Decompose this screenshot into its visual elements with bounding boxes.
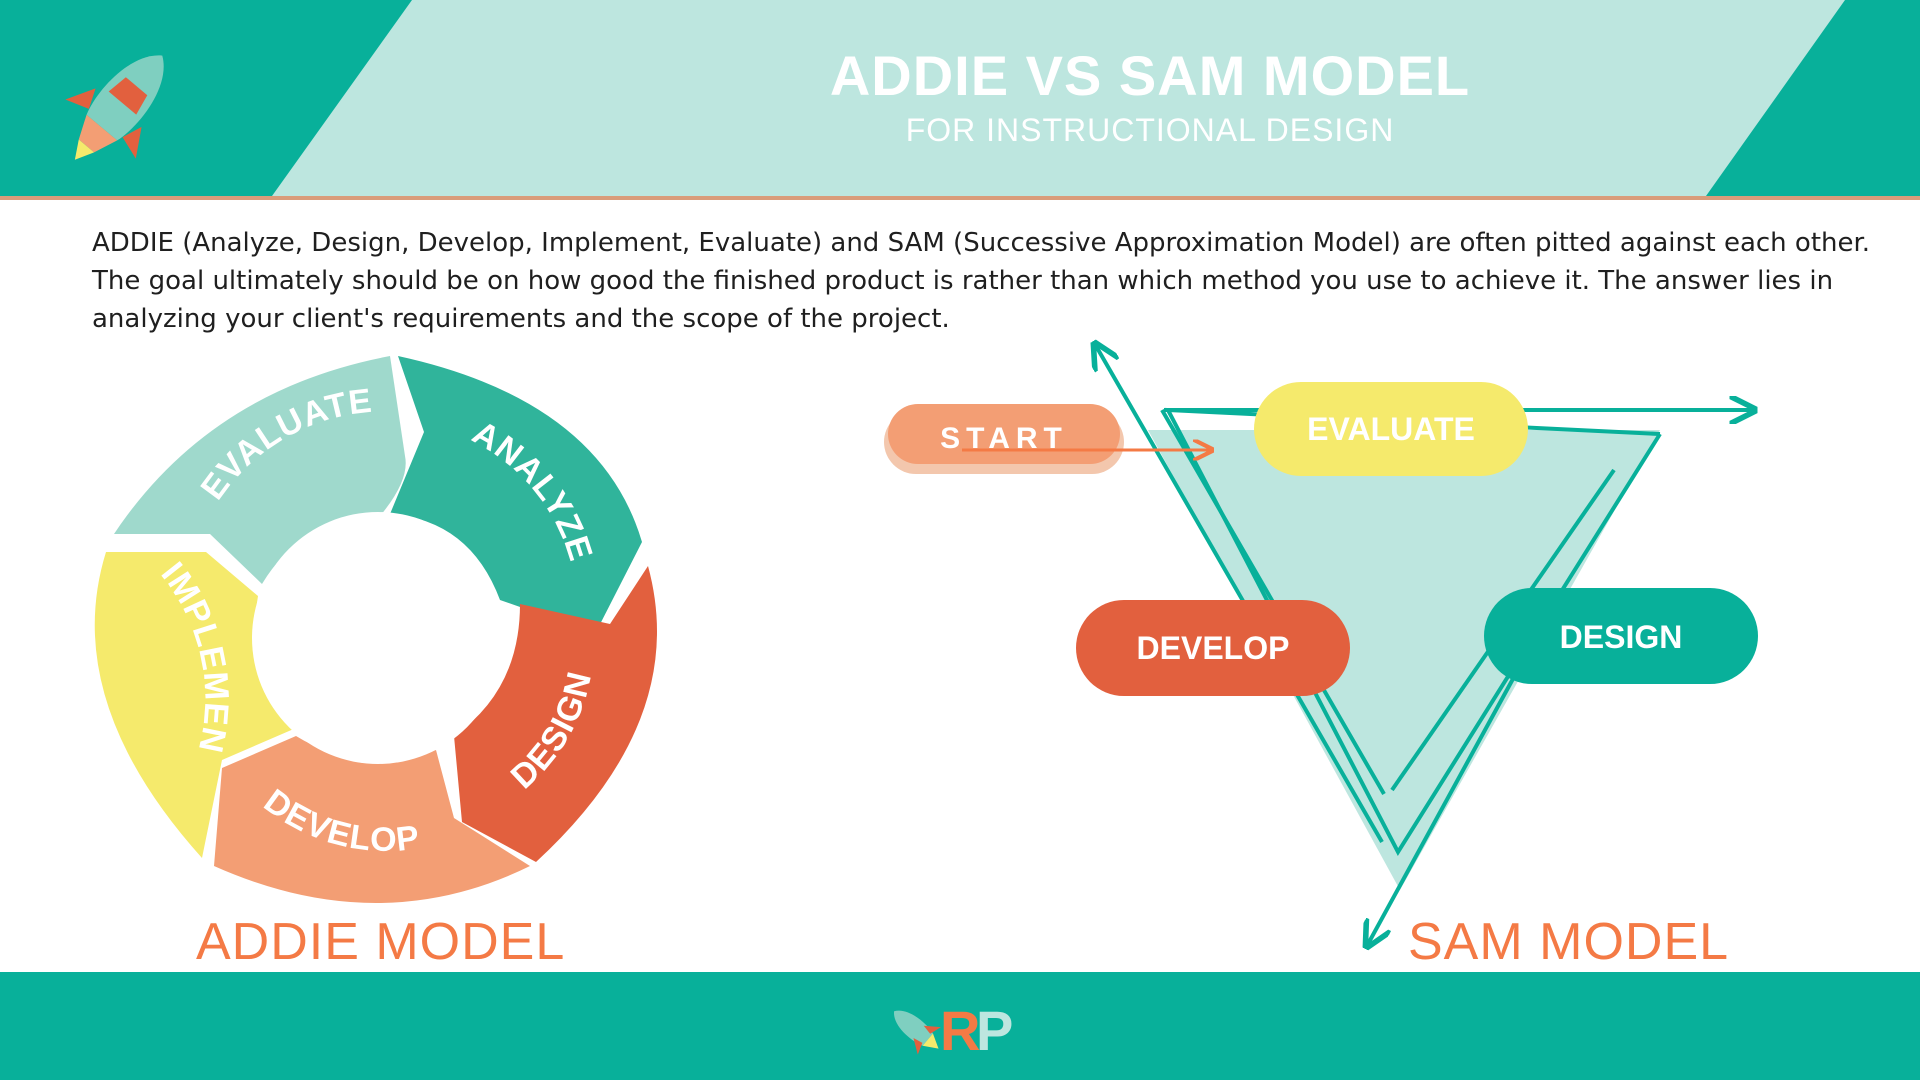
page-title: ADDIE VS SAM MODEL — [829, 44, 1471, 107]
addie-wedge-design — [454, 566, 657, 862]
sam-develop-label: DEVELOP — [1137, 630, 1290, 666]
addie-wedge-evaluate — [114, 356, 406, 584]
sam-develop-pill: DEVELOP — [1076, 600, 1350, 696]
sam-arrow-down — [1368, 665, 1522, 944]
page-subtitle: FOR INSTRUCTIONAL DESIGN — [905, 112, 1395, 148]
rocket-logo-icon — [65, 55, 164, 160]
sam-design-pill: DESIGN — [1484, 588, 1758, 684]
sam-start-pill: START — [884, 404, 1124, 474]
sam-model: START EVALUATE DEVELOP DESIGN — [884, 346, 1758, 944]
footer-logo-p: P — [976, 999, 1013, 1062]
sam-evaluate-label: EVALUATE — [1307, 411, 1475, 447]
addie-caption: ADDIE MODEL — [196, 913, 566, 971]
sam-arrow-up — [1096, 346, 1384, 843]
intro-paragraph: ADDIE (Analyze, Design, Develop, Impleme… — [92, 228, 1871, 334]
footer: R P — [0, 972, 1920, 1080]
header: ADDIE VS SAM MODEL FOR INSTRUCTIONAL DES… — [0, 0, 1920, 196]
header-titles: ADDIE VS SAM MODEL FOR INSTRUCTIONAL DES… — [650, 44, 1650, 150]
addie-wedge-analyze — [390, 356, 642, 636]
sam-design-label: DESIGN — [1560, 619, 1683, 655]
footer-logo: R P — [894, 999, 1013, 1062]
sam-caption: SAM MODEL — [1408, 913, 1730, 971]
addie-hub — [252, 512, 504, 764]
addie-wedge-implement — [94, 552, 296, 858]
addie-wedge-develop — [214, 736, 530, 903]
sam-evaluate-pill: EVALUATE — [1254, 382, 1528, 476]
footer-rocket-icon — [894, 1010, 941, 1055]
header-divider — [0, 196, 1920, 200]
sam-triangle — [1148, 430, 1660, 890]
header-background — [0, 0, 1920, 196]
footer-logo-r: R — [940, 999, 980, 1062]
addie-cycle: EVALUATE ANALYZE DESIGN DEVELOP IMPLEMEN… — [0, 0, 657, 903]
models-diagram: EVALUATE ANALYZE DESIGN DEVELOP IMPLEMEN… — [0, 0, 1758, 972]
